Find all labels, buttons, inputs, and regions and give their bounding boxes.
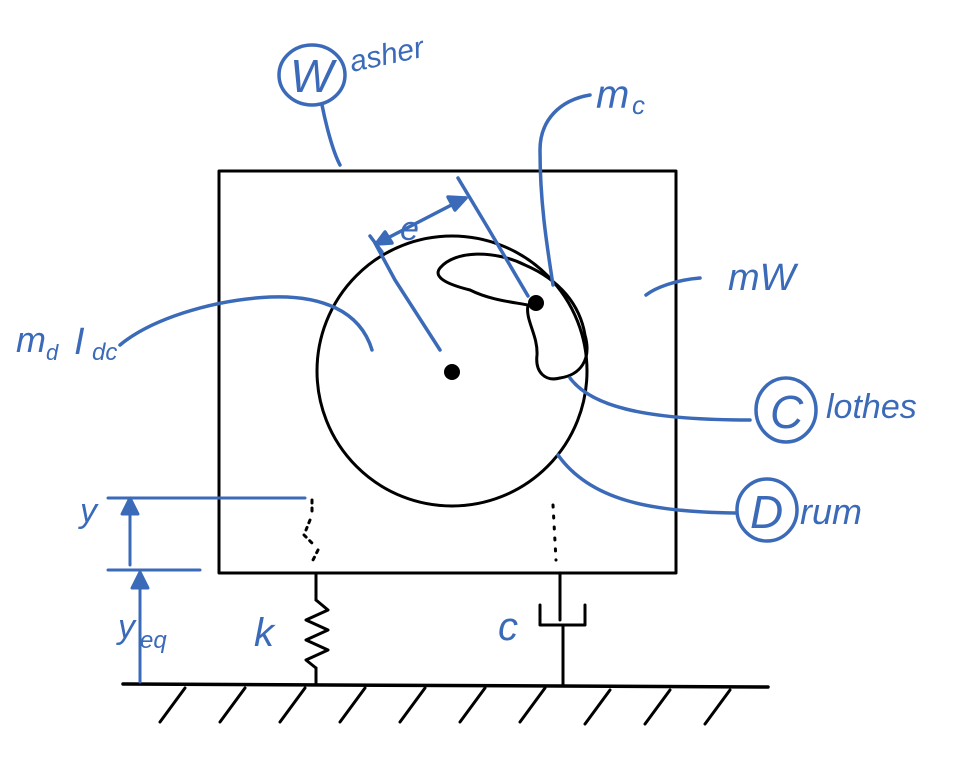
spring-label: k xyxy=(254,611,276,655)
drum-mass-sub: d xyxy=(46,340,59,365)
y-label: y xyxy=(78,492,99,530)
drum-leader xyxy=(556,453,737,515)
eccentricity-dimension xyxy=(374,196,467,246)
spring xyxy=(302,498,330,686)
washer-label: asher xyxy=(347,31,428,79)
ground-line xyxy=(121,682,770,689)
drum-initial-ring xyxy=(735,477,799,543)
clothes-mass-label: m xyxy=(596,73,629,117)
drum-initial: D xyxy=(750,486,783,538)
washer-box xyxy=(217,169,678,575)
washer-leader xyxy=(320,103,342,167)
eccentricity-arrow-to-clothes xyxy=(456,176,530,298)
eccentricity-label: e xyxy=(400,210,419,248)
drum-mass-label: m xyxy=(16,319,46,360)
annotation-leaders xyxy=(118,93,752,515)
clothes-label: lothes xyxy=(826,388,917,426)
drum-mass-leader xyxy=(118,295,374,352)
drum-inertia-sub: dc xyxy=(92,339,117,366)
y-eq-sub: eq xyxy=(140,627,167,654)
clothes-mass-leader xyxy=(538,93,592,287)
clothes-mass-sub: c xyxy=(632,90,645,120)
drum-inertia-label: I xyxy=(74,321,85,363)
y-eq-label: y xyxy=(116,608,137,646)
clothes-initial-ring xyxy=(754,376,818,444)
washer-mass-leader xyxy=(644,276,702,297)
eccentricity-arrowhead-left xyxy=(374,230,394,246)
eccentricity-arrow-to-center xyxy=(373,241,442,352)
displacement-dimensions xyxy=(106,496,307,684)
damper-label: c xyxy=(498,605,518,649)
drum-label: rum xyxy=(800,491,862,532)
washer-initial: W xyxy=(290,50,338,102)
eccentricity-arrowhead-right xyxy=(446,195,468,212)
drum-center-dot xyxy=(444,364,460,380)
drum-circle xyxy=(315,234,589,508)
clothes-leader xyxy=(568,376,752,422)
damper xyxy=(538,503,587,688)
clothes-initial: C xyxy=(770,386,804,438)
washer-initial-ring xyxy=(277,43,347,107)
clothes-mass-dot xyxy=(528,295,544,311)
clothes-blob xyxy=(436,252,589,381)
ground-hatching xyxy=(158,686,732,726)
washer-mass-label: mW xyxy=(728,257,799,299)
